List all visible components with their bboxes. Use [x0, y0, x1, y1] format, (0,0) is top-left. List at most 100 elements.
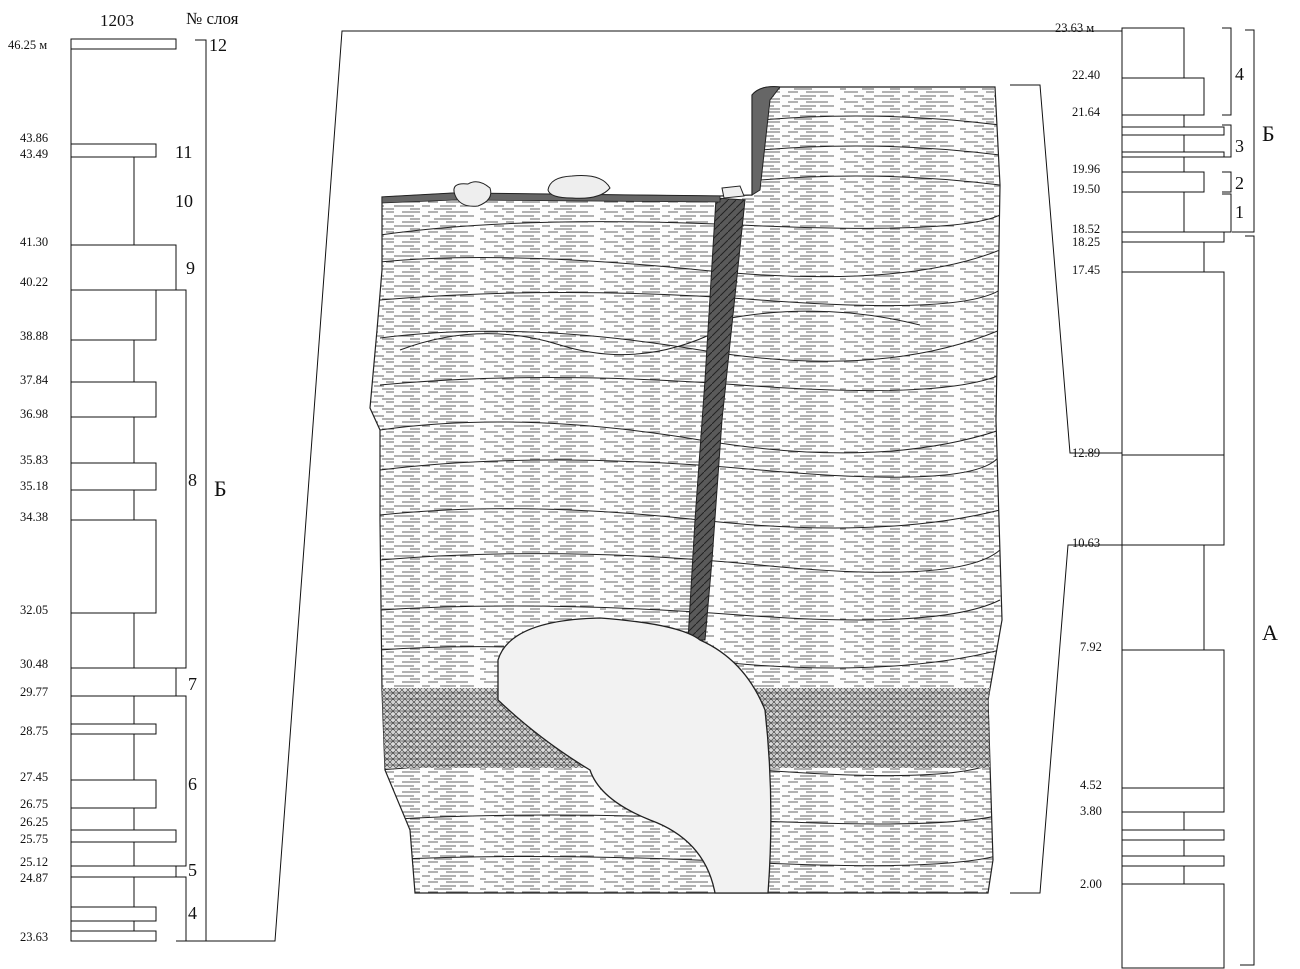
pebble-2 — [548, 176, 610, 199]
right-layer-brackets — [1222, 28, 1254, 965]
layer-number: 8 — [188, 470, 197, 490]
depth-label: 40.22 — [20, 275, 48, 289]
layer-number: 9 — [186, 258, 195, 278]
layer-12-sand — [71, 39, 176, 49]
right-lithologic-column — [1122, 28, 1224, 968]
layer-number: 2 — [1235, 173, 1244, 193]
layer-6-sandy-a — [71, 724, 156, 734]
layer-8-limestone-a — [71, 290, 156, 340]
depth-label: 29.77 — [20, 685, 48, 699]
layer-number: 11 — [175, 142, 192, 162]
layer-6-dolomite-b — [71, 734, 134, 780]
depth-label: 46.25 м — [8, 38, 47, 52]
depth-label: 21.64 — [1072, 105, 1101, 119]
depth-label: 12.89 — [1072, 446, 1100, 460]
depth-label: 43.49 — [20, 147, 48, 161]
layer-8-dolomite-d — [71, 613, 134, 668]
r-unit-a-breccia-main — [1122, 272, 1224, 455]
layer-8-dolomite-c — [71, 490, 134, 520]
depth-label: 23.63 — [20, 930, 48, 944]
pebble-3 — [722, 186, 744, 198]
r-unit-a-cross-bedded — [1122, 455, 1224, 545]
unit-label-b-right: Б — [1262, 121, 1275, 146]
layer-number: 1 — [1235, 202, 1244, 222]
depth-label: 30.48 — [20, 657, 48, 671]
depth-label: 27.45 — [20, 770, 48, 784]
layer-number: 4 — [188, 903, 197, 923]
r-layer-1-dolomite — [1122, 192, 1184, 232]
layer-4-base — [71, 931, 156, 941]
left-lithologic-column — [71, 39, 176, 941]
connector-upper — [1010, 85, 1122, 453]
section-number: 1203 — [100, 11, 134, 30]
layer-8-limestone-b — [71, 382, 156, 417]
r-unit-a-dolomite-b — [1122, 840, 1184, 856]
depth-label: 35.83 — [20, 453, 48, 467]
r-unit-a-limestone-b — [1122, 545, 1204, 650]
layer-4-limestone — [71, 907, 156, 921]
layer-8-dolomite-a — [71, 340, 134, 382]
layer-10-dolomite — [71, 157, 134, 245]
depth-label: 38.88 — [20, 329, 48, 343]
r-unit-a-limestone-c — [1122, 830, 1224, 840]
r-layer-3-breccia-b — [1122, 152, 1224, 157]
layer-9-breccia — [71, 245, 176, 290]
left-layer-brackets — [176, 40, 206, 941]
layer-number: 6 — [188, 774, 197, 794]
depth-label: 24.87 — [20, 871, 48, 885]
r-unit-a-dolomite-c — [1122, 866, 1184, 884]
r-layer-3-dolomite-a — [1122, 115, 1184, 127]
depth-label: 18.52 — [1072, 222, 1100, 236]
layer-6-sandy-b — [71, 830, 176, 842]
depth-label: 26.75 — [20, 797, 48, 811]
connector-lower — [1010, 545, 1122, 893]
r-unit-a-oolitic-limestone — [1122, 884, 1224, 968]
depth-label: 41.30 — [20, 235, 48, 249]
depth-label: 25.75 — [20, 832, 48, 846]
r-unit-a-limestone-d — [1122, 856, 1224, 866]
unit-label-a-right: А — [1262, 620, 1278, 645]
depth-label: 22.40 — [1072, 68, 1100, 82]
depth-label: 10.63 — [1072, 536, 1100, 550]
layer-6-limestone — [71, 780, 156, 808]
r-layer-3-dolomite-b — [1122, 135, 1184, 152]
r-unit-a-breccia-b — [1122, 788, 1224, 812]
depth-label: 17.45 — [1072, 263, 1100, 277]
layer-number: 4 — [1235, 64, 1244, 84]
r-layer-4-limestone — [1122, 78, 1204, 115]
depth-label: 3.80 — [1080, 804, 1102, 818]
layer-4-dolomite-b — [71, 921, 134, 931]
depth-label: 32.05 — [20, 603, 48, 617]
r-unit-a-limestone-a — [1122, 242, 1204, 272]
layer-6-dolomite-d — [71, 842, 134, 866]
depth-label: 35.18 — [20, 479, 48, 493]
layer-7-breccia — [71, 668, 176, 696]
layer-number: 3 — [1235, 136, 1244, 156]
layer-11-limestone — [71, 144, 156, 157]
depth-label: 18.25 — [1072, 235, 1100, 249]
layer-8-limestone-c — [71, 463, 156, 490]
r-unit-a-dolomite-a — [1122, 812, 1184, 830]
layer-number: 12 — [209, 35, 227, 55]
r-layer-4-dolomite — [1122, 28, 1184, 78]
depth-label: 28.75 — [20, 724, 48, 738]
layer-number-header: № слоя — [186, 9, 239, 28]
layer-number: 10 — [175, 191, 193, 211]
layer-number: 5 — [188, 860, 197, 880]
layer-number: 7 — [188, 674, 197, 694]
right-depth-labels: 22.40 21.64 19.96 19.50 18.52 18.25 17.4… — [1072, 68, 1102, 891]
depth-label: 25.12 — [20, 855, 48, 869]
depth-label: 34.38 — [20, 510, 48, 524]
r-layer-2-limestone — [1122, 172, 1204, 192]
layer-6-dolomite-c — [71, 808, 134, 830]
r-layer-3-breccia-a — [1122, 127, 1224, 135]
depth-label: 43.86 — [20, 131, 48, 145]
layer-8-limestone-d — [71, 520, 156, 613]
right-layer-numbers: 4 3 2 1 — [1235, 64, 1244, 222]
outcrop-sketch — [370, 87, 1005, 893]
layer-5-breccia — [71, 866, 176, 877]
depth-label: 4.52 — [1080, 778, 1102, 792]
depth-label: 19.50 — [1072, 182, 1100, 196]
